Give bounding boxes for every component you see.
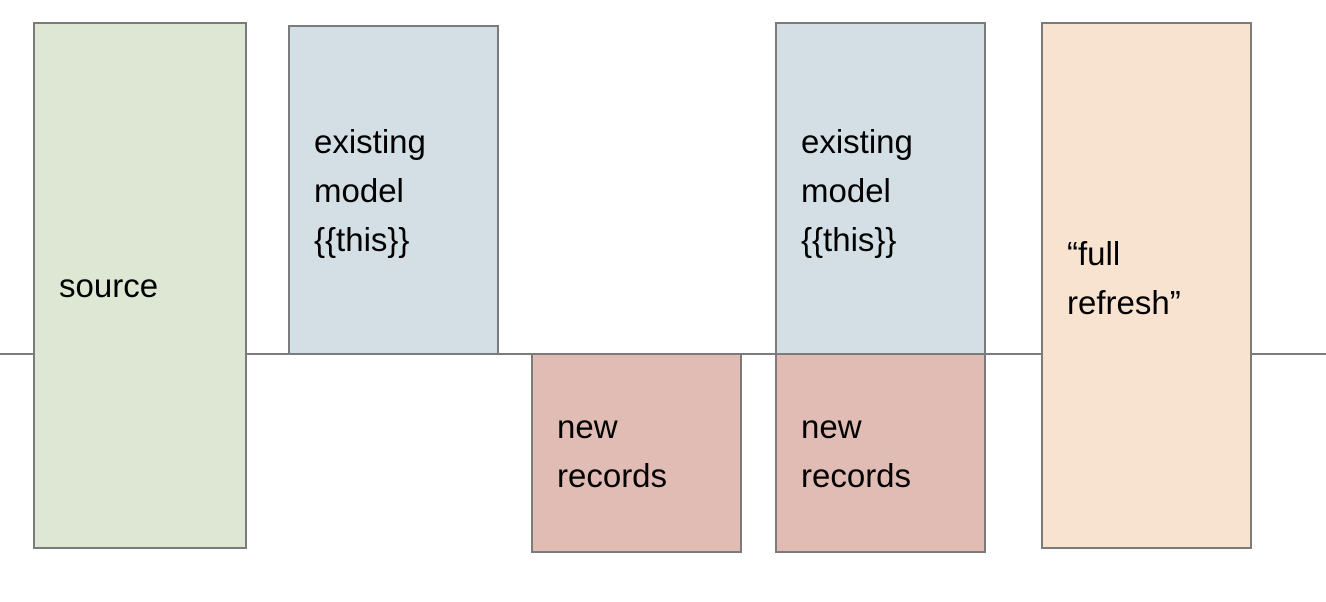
block-existing-model-after-line-3: {{this}}	[801, 221, 897, 258]
block-existing-model-before[interactable]: existing model {{this}}	[288, 25, 499, 355]
block-existing-model-before-line-2: model	[314, 172, 404, 209]
block-existing-model-before-line-3: {{this}}	[314, 221, 410, 258]
block-new-records-appended-line-2: records	[801, 457, 912, 494]
block-full-refresh-line-2: refresh”	[1067, 284, 1181, 321]
block-full-refresh-line-1: “full	[1067, 235, 1121, 272]
block-existing-model-before-line-1: existing	[314, 123, 426, 160]
block-new-records-standalone[interactable]: new records	[531, 353, 742, 553]
block-existing-model-after[interactable]: existing model {{this}}	[775, 22, 986, 355]
block-source[interactable]: source	[33, 22, 247, 549]
block-full-refresh[interactable]: “full refresh”	[1041, 22, 1252, 549]
block-existing-model-after-line-1: existing	[801, 123, 913, 160]
block-source-line-1: source	[59, 267, 159, 304]
block-existing-model-after-line-2: model	[801, 172, 891, 209]
block-new-records-appended[interactable]: new records	[775, 353, 986, 553]
block-new-records-standalone-line-1: new	[557, 408, 618, 445]
block-new-records-standalone-line-2: records	[557, 457, 668, 494]
block-new-records-appended-line-1: new	[801, 408, 862, 445]
